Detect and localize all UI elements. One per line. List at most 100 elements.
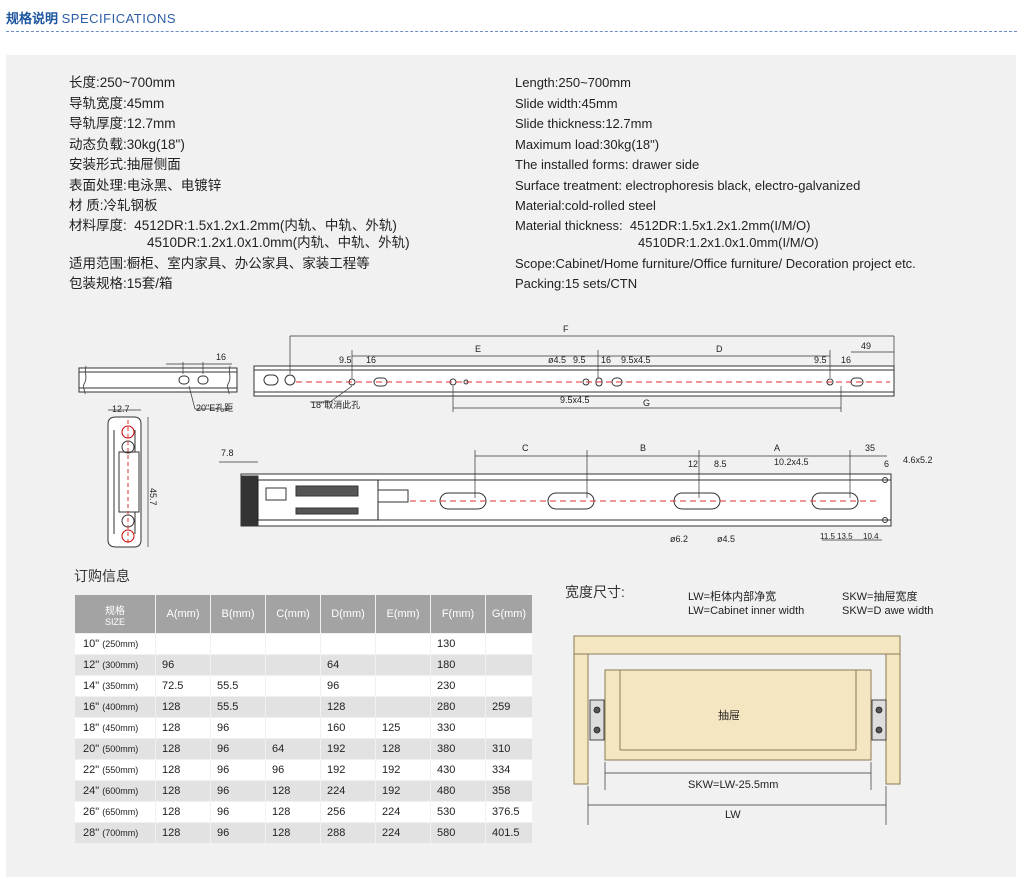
legend-lw-en: LW=Cabinet inner width (688, 605, 805, 617)
cell-d: 288 (320, 822, 376, 844)
size-inch: 26" (83, 806, 100, 818)
cell-e: 192 (375, 780, 431, 802)
spec-cn-mat-thickness-2: 4510DR:1.2x1.0x1.0mm(内轨、中轨、外轨) (147, 234, 410, 250)
cell-f: 380 (430, 738, 486, 760)
cell-b (210, 633, 266, 655)
order-info-title: 订购信息 (74, 568, 130, 584)
legend-skw-en: SKW=D awe width (842, 605, 934, 617)
cell-g: 376.5 (485, 801, 533, 823)
cell-c: 128 (265, 822, 321, 844)
size-mm: (600mm) (102, 786, 139, 796)
cell-a: 128 (155, 738, 211, 760)
cell-e (375, 633, 431, 655)
size-cell: 28" (700mm) (74, 822, 156, 844)
header-title-cn: 规格说明 (6, 11, 59, 26)
cell-c (265, 654, 321, 676)
order-table: 规格 SIZE A(mm) B(mm) C(mm) D(mm) E(mm) F(… (74, 594, 533, 844)
spec-cn-width: 导轨宽度:45mm (69, 95, 165, 111)
cell-e: 224 (375, 822, 431, 844)
spec-cn-surface: 表面处理:电泳黑、电镀锌 (69, 177, 222, 193)
cell-e: 125 (375, 717, 431, 739)
cell-f: 180 (430, 654, 486, 676)
cell-g (485, 654, 533, 676)
cell-f: 280 (430, 696, 486, 718)
cell-a: 72.5 (155, 675, 211, 697)
legend-skw-cn: SKW=抽屉宽度 (842, 591, 918, 603)
size-cell: 26" (650mm) (74, 801, 156, 823)
size-mm: (700mm) (102, 828, 139, 838)
cell-g (485, 633, 533, 655)
th-size-en: SIZE (104, 616, 125, 627)
cell-c (265, 633, 321, 655)
cell-f: 230 (430, 675, 486, 697)
cell-a: 128 (155, 780, 211, 802)
cell-a: 96 (155, 654, 211, 676)
cell-g: 259 (485, 696, 533, 718)
size-mm: (300mm) (102, 660, 139, 670)
cell-c: 128 (265, 801, 321, 823)
spec-cn-length: 长度:250~700mm (69, 75, 176, 90)
spec-en-install: The installed forms: drawer side (515, 157, 700, 172)
size-mm: (500mm) (102, 744, 139, 754)
spec-cn-material: 材 质:冷轧钢板 (69, 198, 158, 213)
spec-en-packing: Packing:15 sets/CTN (515, 276, 638, 291)
th-e: E(mm) (375, 594, 431, 634)
size-mm: (400mm) (102, 702, 139, 712)
cell-d: 256 (320, 801, 376, 823)
size-inch: 28" (83, 827, 100, 839)
cell-b (210, 654, 266, 676)
spec-en-thickness: Slide thickness:12.7mm (515, 116, 653, 131)
cell-g: 334 (485, 759, 533, 781)
cell-b: 96 (210, 822, 266, 844)
cell-f: 130 (430, 633, 486, 655)
width-title: 宽度尺寸: (565, 584, 625, 600)
size-cell: 20" (500mm) (74, 738, 156, 760)
cell-g: 310 (485, 738, 533, 760)
cell-e: 224 (375, 801, 431, 823)
size-inch: 12" (83, 659, 100, 671)
size-cell: 18" (450mm) (74, 717, 156, 739)
size-cell: 12" (300mm) (74, 654, 156, 676)
th-b: B(mm) (210, 594, 266, 634)
section-header: 规格说明 SPECIFICATIONS (6, 8, 176, 27)
spec-en-length: Length:250~700mm (515, 75, 632, 90)
size-cell: 14" (350mm) (74, 675, 156, 697)
cell-b: 55.5 (210, 675, 266, 697)
size-cell: 16" (400mm) (74, 696, 156, 718)
cell-b: 55.5 (210, 696, 266, 718)
cell-a: 128 (155, 759, 211, 781)
size-cell: 22" (550mm) (74, 759, 156, 781)
cell-f: 480 (430, 780, 486, 802)
spec-cn-load: 动态负载:30kg(18") (69, 136, 185, 152)
cell-d: 224 (320, 780, 376, 802)
spec-cn-install: 安装形式:抽屉侧面 (69, 157, 181, 172)
cell-e (375, 696, 431, 718)
spec-en-scope: Scope:Cabinet/Home furniture/Office furn… (515, 255, 916, 271)
cell-d: 192 (320, 738, 376, 760)
spec-en-material: Material:cold-rolled steel (515, 198, 656, 213)
size-inch: 22" (83, 764, 100, 776)
size-mm: (550mm) (102, 765, 139, 775)
cell-c: 96 (265, 759, 321, 781)
legend-lw-cn: LW=柜体内部净宽 (688, 591, 777, 603)
size-mm: (650mm) (102, 807, 139, 817)
cell-e: 192 (375, 759, 431, 781)
spec-en-width: Slide width:45mm (515, 95, 618, 111)
th-size: 规格 SIZE (74, 594, 156, 634)
cell-b: 96 (210, 801, 266, 823)
size-mm: (450mm) (102, 723, 139, 733)
cell-e (375, 654, 431, 676)
cell-g (485, 717, 533, 739)
size-inch: 18" (83, 722, 100, 734)
cell-c (265, 696, 321, 718)
cell-b: 96 (210, 759, 266, 781)
cell-g: 358 (485, 780, 533, 802)
spec-cn-thickness: 导轨厚度:12.7mm (69, 116, 176, 131)
spec-cn-scope: 适用范围:橱柜、室内家具、办公家具、家装工程等 (69, 255, 370, 271)
cell-f: 430 (430, 759, 486, 781)
th-g: G(mm) (485, 594, 533, 634)
